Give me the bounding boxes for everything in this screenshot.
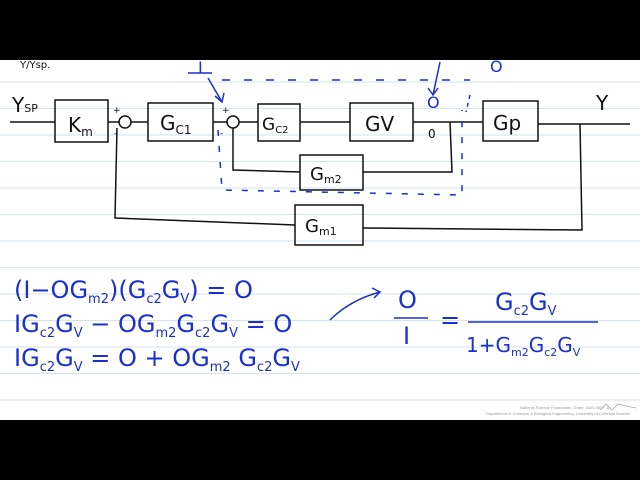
equation-line-2: IGc2GV − OGm2Gc2GV = O [14,310,292,341]
fraction-rhs-denominator: 1+Gm2Gc2GV [466,333,581,359]
header-fragment: Y/Ysp. [19,60,50,71]
gc2-label: GC2 [262,115,289,136]
gc2-block [257,103,301,142]
fraction-lhs-denominator: I [403,322,410,350]
transfer-function: O I = Gc2GV 1+Gm2Gc2GV [394,286,598,359]
equation-line-1: (I−OGm2)(Gc2GV) = O [14,276,253,307]
gm2-block [299,154,364,191]
credit-line-2: Department of Chemical & Biological Engi… [486,411,631,416]
ysp-label: YSP [11,93,38,117]
gv-block [349,102,414,142]
disturbance-annotation [188,61,471,321]
gm2-label: Gm2 [310,164,342,186]
gp-block [482,100,539,142]
ruled-lines [0,81,640,401]
y-output-label: Y [595,91,609,115]
gp-label: Gp [493,111,521,135]
minus-sign-1: - [114,129,117,139]
zero-label: 0 [428,127,436,141]
gc1-block [147,102,214,142]
credit-line-1: National Science Foundation, Grant: DUE-… [520,405,609,410]
km-label: Km [68,113,93,139]
km-block [54,99,109,143]
gm1-label: Gm1 [305,216,337,238]
fraction-equals: = [440,306,460,334]
output-O-label: O [490,57,503,76]
paper [0,60,640,420]
input-I-label: I [198,58,203,77]
gv-label: GV [365,112,394,136]
equations: (I−OGm2)(Gc2GV) = O IGc2GV − OGm2Gc2GV =… [14,276,300,375]
plus-sign-2: + [222,106,230,116]
university-logo [599,403,637,411]
fraction-rhs-numerator: Gc2GV [495,288,557,319]
inner-O-label: O [427,93,440,112]
equation-line-3: IGc2GV = O + OGm2 Gc2GV [14,344,300,375]
gm1-block [294,204,364,246]
minus-sign-2: - [220,129,223,139]
block-diagram-wiring [10,99,630,246]
gc1-label: GC1 [160,111,192,137]
fraction-lhs-numerator: O [398,286,417,314]
plus-sign-1: + [113,106,121,116]
